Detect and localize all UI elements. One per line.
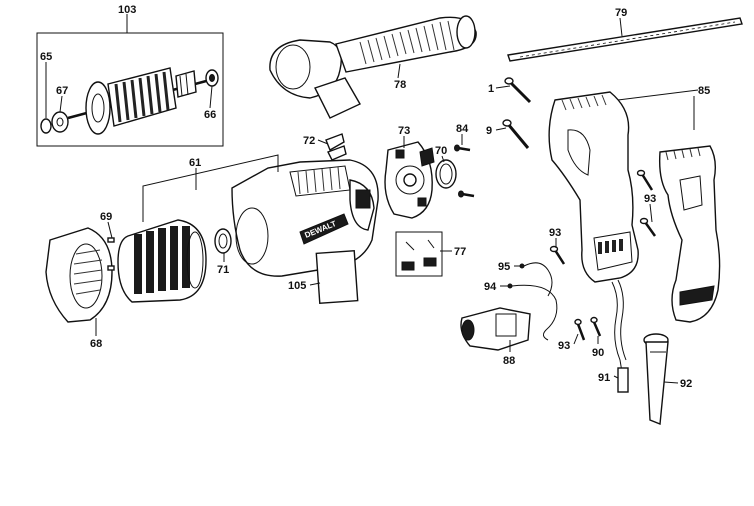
- callout-79: 79: [615, 7, 627, 19]
- brush-set-77: [395, 231, 443, 277]
- field-stator: [117, 219, 207, 303]
- callout-66: 66: [204, 109, 216, 121]
- motor-housing: DEWALT: [231, 159, 379, 277]
- callout-94: 94: [484, 281, 497, 293]
- callout-9: 9: [486, 125, 492, 137]
- callout-73: 73: [398, 125, 410, 137]
- armature-box: [36, 32, 224, 147]
- armature-assembly: [36, 32, 224, 147]
- callout-77: 77: [454, 246, 466, 258]
- cord-protector-92: [643, 333, 669, 425]
- callout-85: 85: [698, 85, 710, 97]
- cord-91: [611, 279, 629, 393]
- end-cap-68: [45, 227, 115, 323]
- depth-rod: [507, 17, 743, 62]
- switch-88: [460, 307, 531, 351]
- screw-93-a: [636, 169, 657, 237]
- callout-95: 95: [498, 261, 510, 273]
- handle-grip: [335, 16, 477, 73]
- field-bracket-61: [142, 154, 279, 222]
- handle-clamp: [269, 39, 342, 99]
- callout-91: 91: [598, 372, 610, 384]
- screw-84: [454, 144, 475, 198]
- callout-78: 78: [394, 79, 406, 91]
- washer-65: [40, 118, 52, 134]
- depth-rod-bar: [507, 17, 743, 62]
- brush-holder-73: [384, 141, 435, 219]
- screw-93-c: [574, 318, 586, 341]
- wire-95: [519, 262, 553, 297]
- clip-72: [325, 133, 347, 161]
- callout-72: 72: [303, 135, 315, 147]
- armature-fan: [85, 81, 111, 135]
- callout-105: 105: [288, 280, 306, 292]
- callout-93-c: 93: [558, 340, 570, 352]
- callout-103: 103: [118, 4, 136, 16]
- leader-lines: [45, 14, 699, 384]
- screw-93-b: [549, 245, 566, 265]
- callout-69: 69: [100, 211, 112, 223]
- callout-labels: 103 65 67 66 78 79 1 85 9 72 73 84 70 61…: [40, 4, 710, 390]
- label-plate-105: [315, 249, 359, 305]
- callout-93-a: 93: [644, 193, 656, 205]
- callout-88: 88: [503, 355, 515, 367]
- callout-65: 65: [40, 51, 52, 63]
- brand-plate: [299, 213, 349, 245]
- housing-left-half: [548, 91, 639, 283]
- ring-70: [435, 159, 457, 189]
- bearing-67: [51, 111, 69, 133]
- callout-71: 71: [217, 264, 229, 276]
- ring-71: [214, 228, 232, 254]
- callout-67: 67: [56, 85, 68, 97]
- side-handle: [269, 15, 477, 119]
- callout-92: 92: [680, 378, 692, 390]
- screw-9: [502, 119, 530, 149]
- screw-1: [504, 77, 532, 104]
- callout-68: 68: [90, 338, 102, 350]
- screw-90: [590, 316, 602, 337]
- callout-90: 90: [592, 347, 604, 359]
- callout-61: 61: [189, 157, 201, 169]
- housing-right-half: [658, 145, 721, 323]
- callout-70: 70: [435, 145, 447, 157]
- callout-84: 84: [456, 123, 469, 135]
- callout-93-b: 93: [549, 227, 561, 239]
- handle-bracket: [314, 77, 361, 119]
- callout-1: 1: [488, 83, 494, 95]
